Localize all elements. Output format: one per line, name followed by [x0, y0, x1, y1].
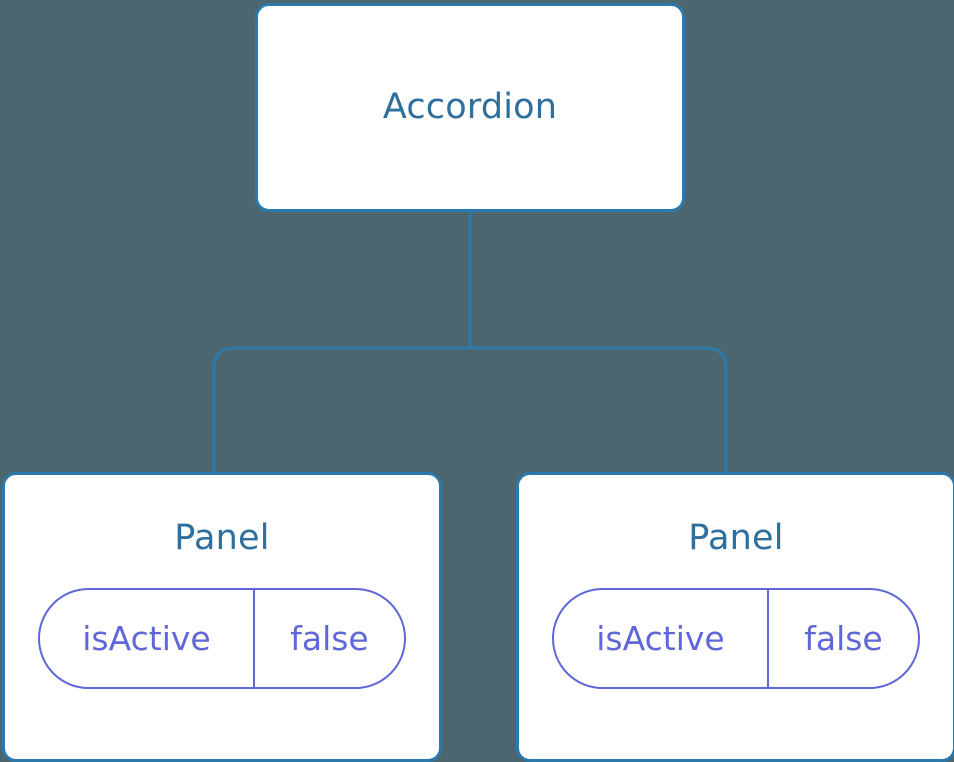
- state-key: isActive: [554, 590, 769, 687]
- node-panel-0[interactable]: Panel isActive false: [2, 472, 442, 762]
- node-accordion[interactable]: Accordion: [255, 3, 685, 212]
- node-title: Accordion: [382, 87, 558, 127]
- node-panel-1[interactable]: Panel isActive false: [516, 472, 954, 762]
- component-tree-diagram: Accordion Panel isActive false Panel isA…: [2, 3, 954, 762]
- node-title: Panel: [688, 518, 784, 558]
- node-title: Panel: [174, 518, 270, 558]
- state-pill[interactable]: isActive false: [552, 588, 920, 689]
- state-key: isActive: [40, 590, 255, 687]
- state-value: false: [804, 619, 883, 658]
- state-pill[interactable]: isActive false: [38, 588, 406, 689]
- state-value: false: [290, 619, 369, 658]
- connector-accordion-to-panels: [212, 212, 728, 473]
